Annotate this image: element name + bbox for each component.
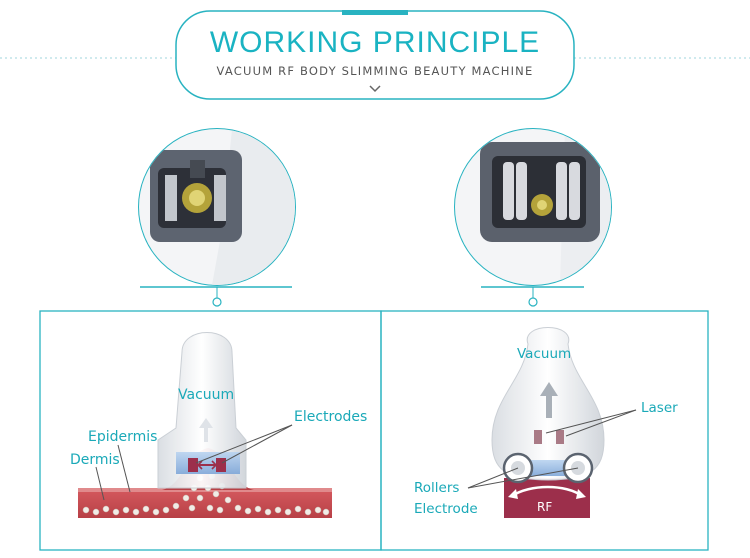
label-epidermis: Epidermis (88, 429, 158, 445)
label-electrode: Electrode (414, 501, 478, 517)
label-laser: Laser (641, 400, 678, 416)
label-vacuum-right: Vacuum (517, 346, 572, 362)
left-connector-dot (212, 297, 222, 307)
label-dermis: Dermis (70, 452, 120, 468)
label-electrodes: Electrodes (294, 409, 368, 425)
header-accent-bar (342, 10, 408, 15)
page-subtitle: VACUUM RF BODY SLIMMING BEAUTY MACHINE (216, 64, 534, 78)
right-handpiece-photo (454, 128, 612, 286)
right-diagram-box (380, 310, 709, 551)
chevron-down-icon (369, 85, 381, 93)
right-connector-dot (528, 297, 538, 307)
right-roller-diagram (467, 327, 637, 518)
label-vacuum-left: Vacuum (178, 387, 235, 403)
label-rollers: Rollers (414, 480, 460, 496)
label-rf: RF (537, 500, 553, 514)
page-title: WORKING PRINCIPLE (209, 26, 541, 59)
left-cup-diagram (78, 332, 332, 518)
left-handpiece-photo (138, 128, 296, 286)
